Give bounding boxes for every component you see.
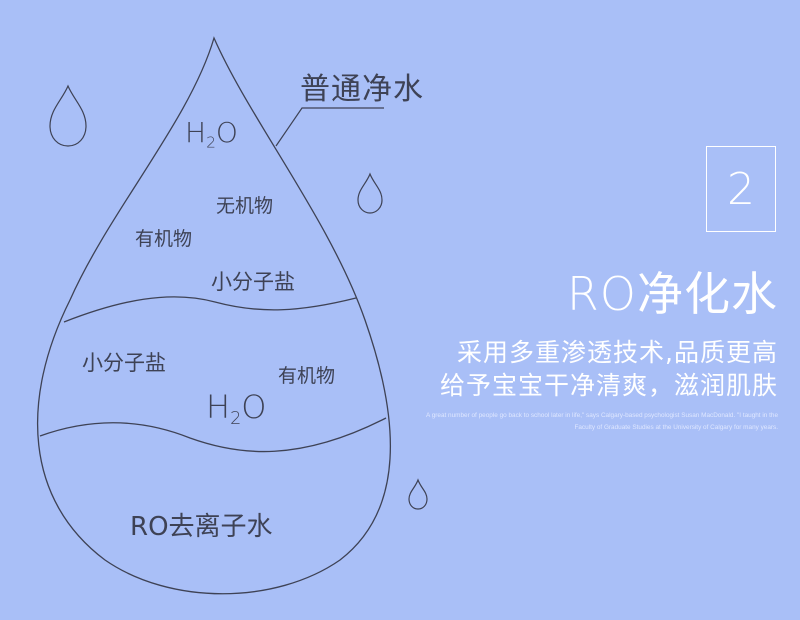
h2o-label-top: H2O — [185, 116, 238, 152]
h2o-label-middle: H2O — [206, 388, 267, 430]
layer-middle-item-2: 有机物 — [278, 365, 336, 387]
section-number-box: 2 — [706, 146, 776, 232]
layer-top-item-1: 无机物 — [216, 195, 274, 217]
layer-divider-lower — [39, 417, 387, 453]
section-number: 2 — [727, 163, 755, 215]
layer-divider-upper — [63, 296, 357, 323]
layer-bottom-label: RO去离子水 — [130, 512, 273, 542]
layer-middle-item-1: 小分子盐 — [82, 351, 166, 375]
callout-leader-line — [275, 107, 384, 147]
water-drop-icon — [49, 84, 87, 147]
subtitle-line-2: 给予宝宝干净清爽，滋润肌肤 — [439, 371, 778, 400]
layer-top-item-3: 小分子盐 — [211, 270, 295, 294]
water-drop-icon — [357, 172, 383, 214]
water-drop-icon — [408, 478, 428, 510]
section-heading: RO净化水 — [566, 267, 778, 321]
callout-label: 普通净水 — [300, 72, 424, 107]
body-text: A great number of people go back to scho… — [426, 412, 778, 431]
large-drop-outline — [37, 36, 391, 595]
layer-top-item-2: 有机物 — [135, 228, 193, 250]
subtitle-line-1: 采用多重渗透技术,品质更高 — [457, 338, 778, 367]
